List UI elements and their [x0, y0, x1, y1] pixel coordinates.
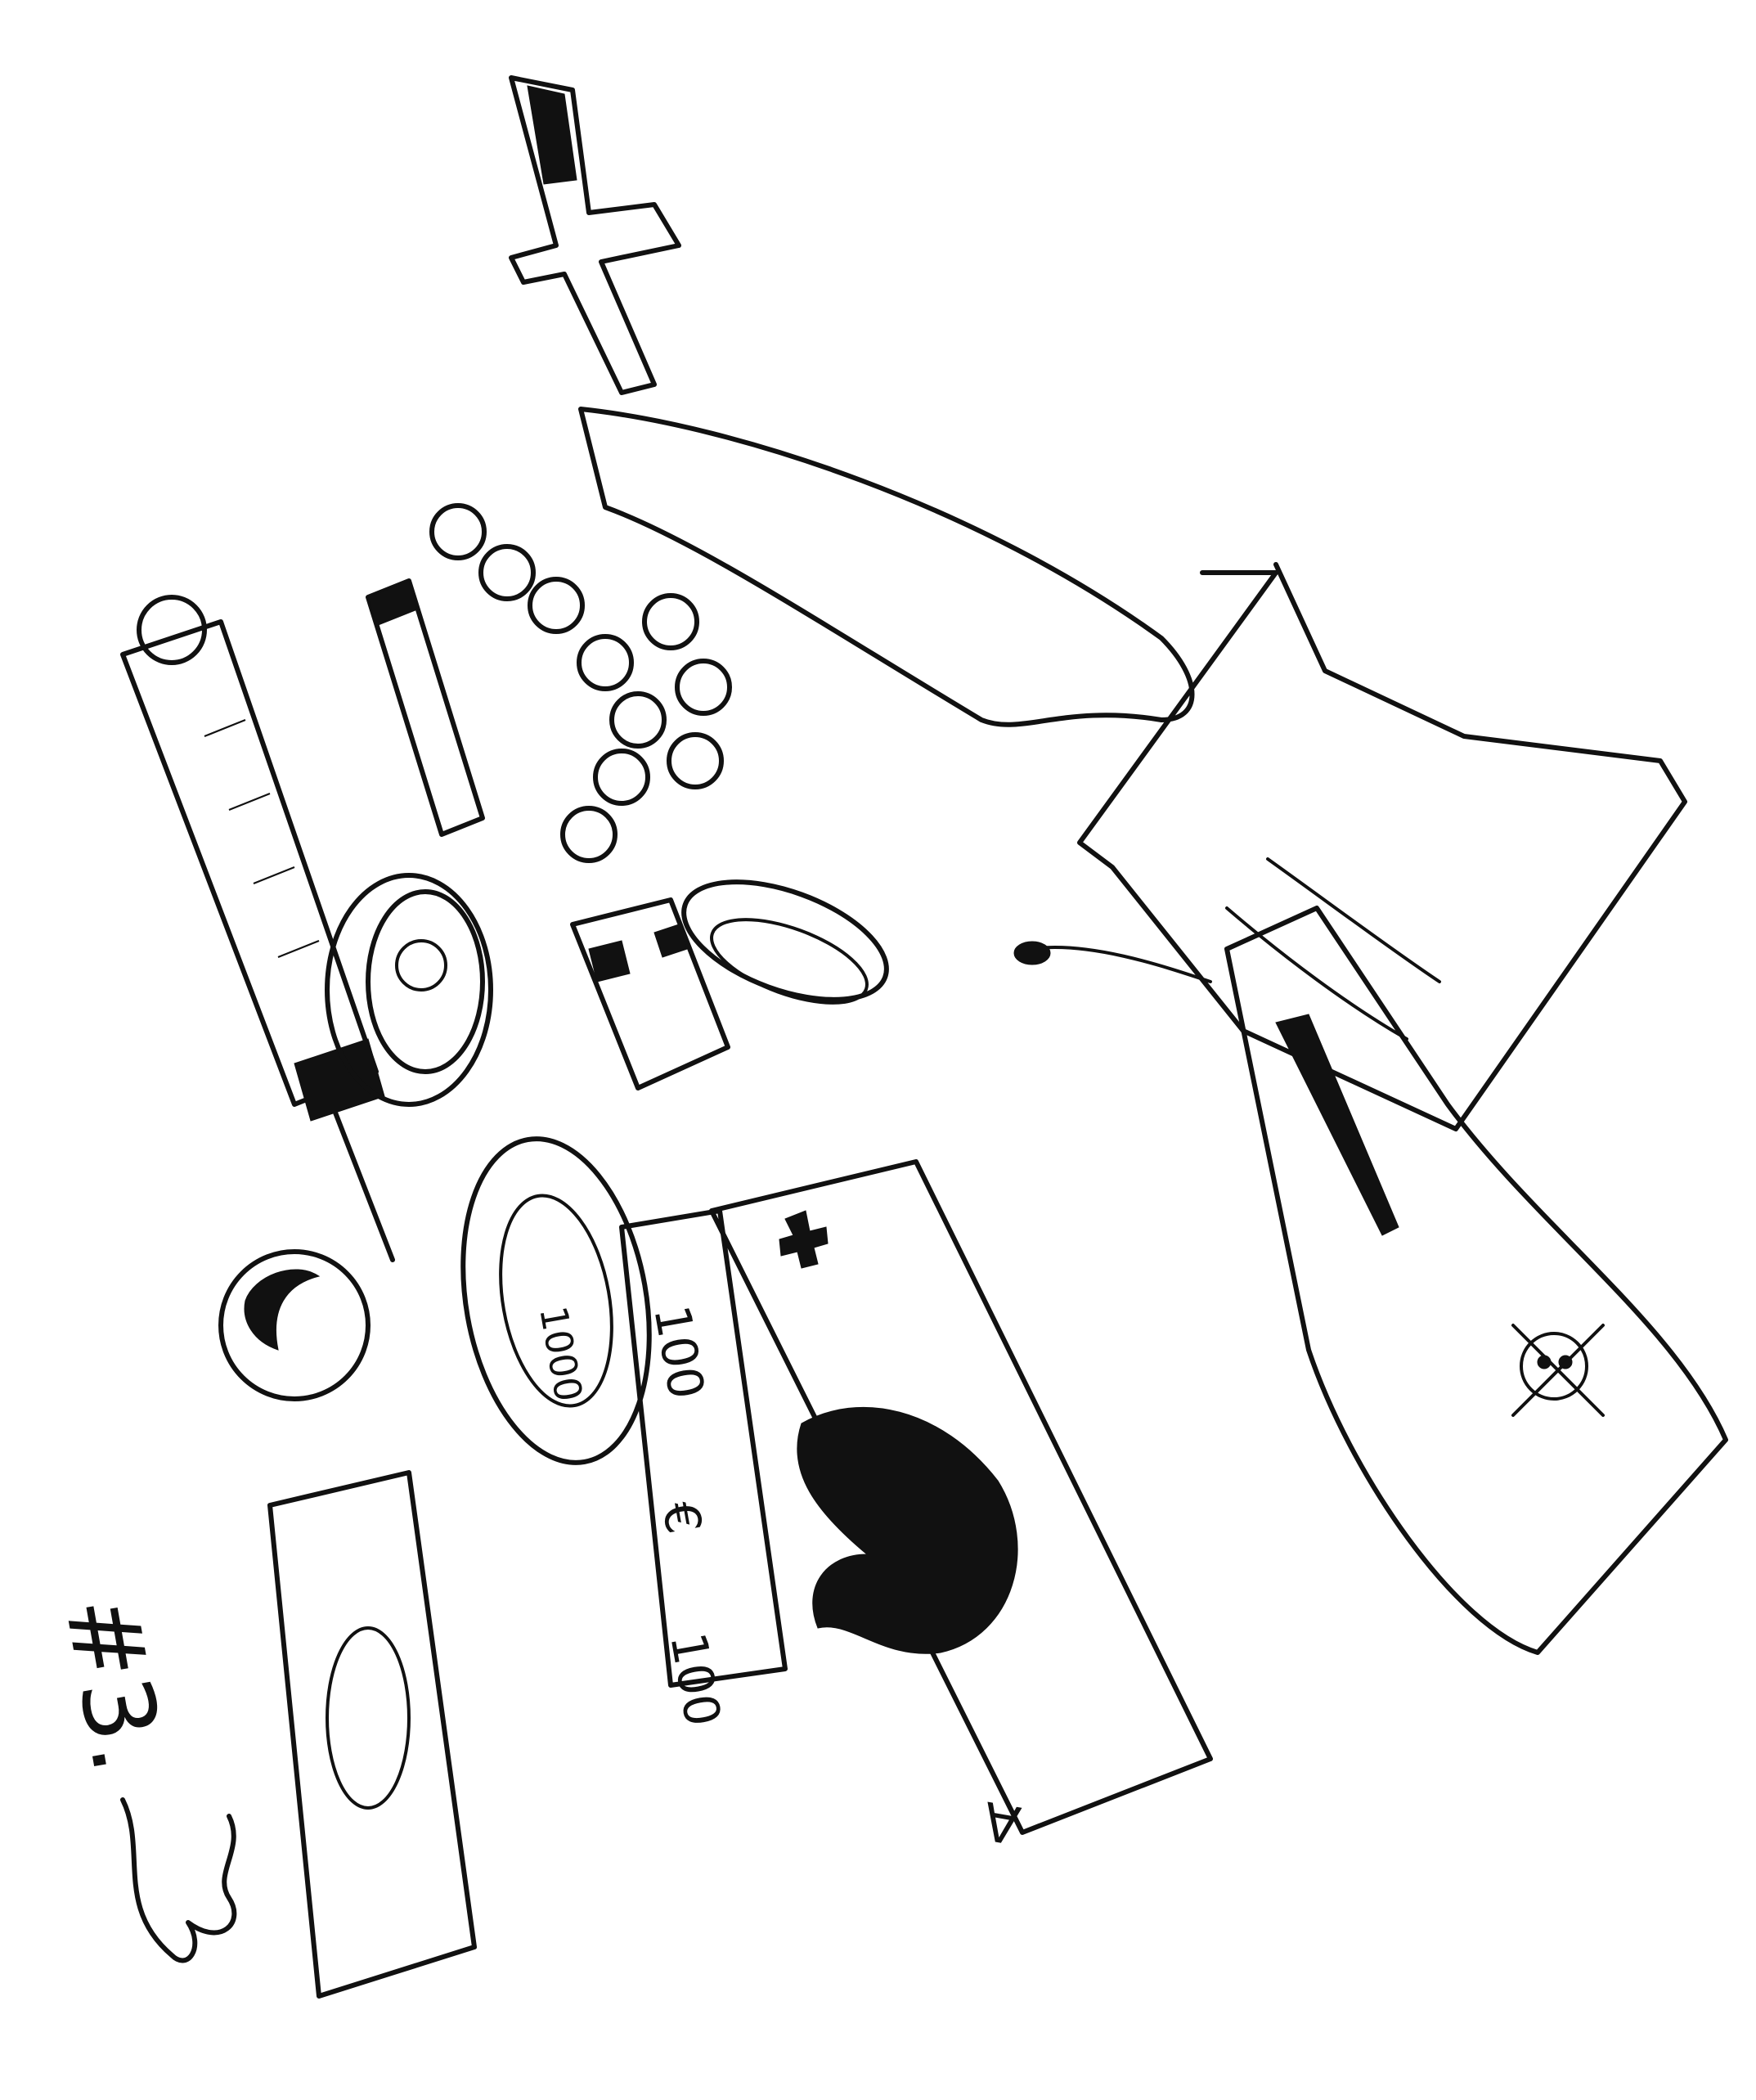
syringe — [120, 595, 395, 1262]
playing-card-ace: A — [709, 1159, 1213, 1855]
card-rank-label: A — [979, 1789, 1025, 1855]
artist-signature — [120, 1797, 237, 1963]
die-cube — [570, 897, 730, 1090]
eight-ball — [218, 1249, 371, 1401]
banknote-value-bottom: 100 — [658, 1628, 731, 1730]
handle-grip — [1077, 562, 1687, 1131]
rosary-beads — [429, 503, 732, 863]
number-mark: #3. — [42, 1588, 184, 1781]
sickle-blade — [578, 407, 1195, 727]
skull-crossbones-icon — [1511, 1324, 1605, 1417]
poison-bottle — [1013, 906, 1728, 1655]
poker-chip: 1000 — [460, 1136, 652, 1465]
banknote-value-top: 100 — [642, 1301, 715, 1403]
skull-ring — [325, 873, 493, 1107]
inverted-cross — [509, 75, 681, 395]
coin — [681, 879, 889, 1005]
banknote-currency: € — [650, 1497, 712, 1538]
tobacco-pouch — [267, 1470, 477, 1999]
cigarette — [366, 578, 485, 837]
